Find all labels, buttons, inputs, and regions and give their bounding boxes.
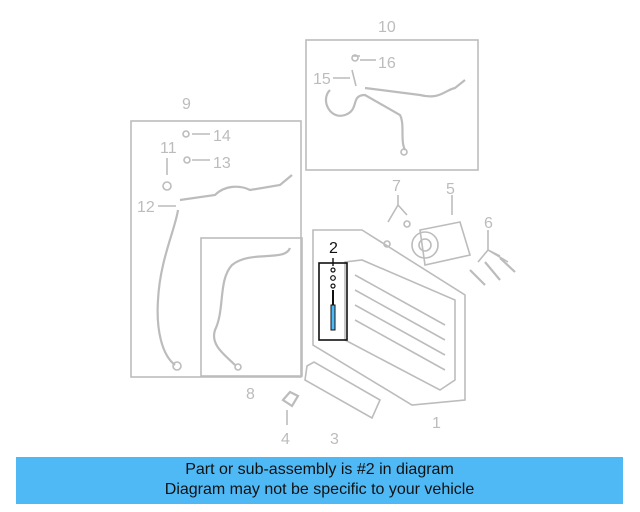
callout-15: 15	[313, 71, 331, 88]
callout-7: 7	[392, 178, 401, 195]
callout-1: 1	[432, 415, 441, 432]
callout-5: 5	[446, 181, 455, 198]
callout-11: 11	[160, 140, 177, 157]
callout-4: 4	[281, 431, 290, 448]
callout-8: 8	[246, 386, 255, 403]
part-6-bolts	[469, 230, 516, 286]
callout-10: 10	[378, 19, 396, 36]
callout-2: 2	[329, 240, 338, 257]
part-3-pad	[304, 361, 382, 420]
part-4-bracket	[281, 390, 300, 408]
part-7	[383, 195, 411, 248]
callout-14: 14	[213, 128, 231, 145]
part-2-highlight	[318, 258, 348, 341]
callout-16: 16	[378, 55, 396, 72]
callout-13: 13	[213, 155, 231, 172]
banner-line-1: Part or sub-assembly is #2 in diagram	[185, 461, 454, 478]
callout-6: 6	[484, 215, 493, 232]
info-banner: Part or sub-assembly is #2 in diagram Di…	[16, 457, 623, 504]
banner-line-2: Diagram may not be specific to your vehi…	[164, 481, 475, 498]
callout-12: 12	[137, 199, 155, 216]
callout-3: 3	[330, 431, 339, 448]
group-8-box	[200, 237, 303, 377]
group-10-box	[305, 39, 479, 171]
callout-9: 9	[182, 96, 191, 113]
part-5-compressor	[411, 195, 472, 266]
group-9-box	[130, 120, 302, 378]
